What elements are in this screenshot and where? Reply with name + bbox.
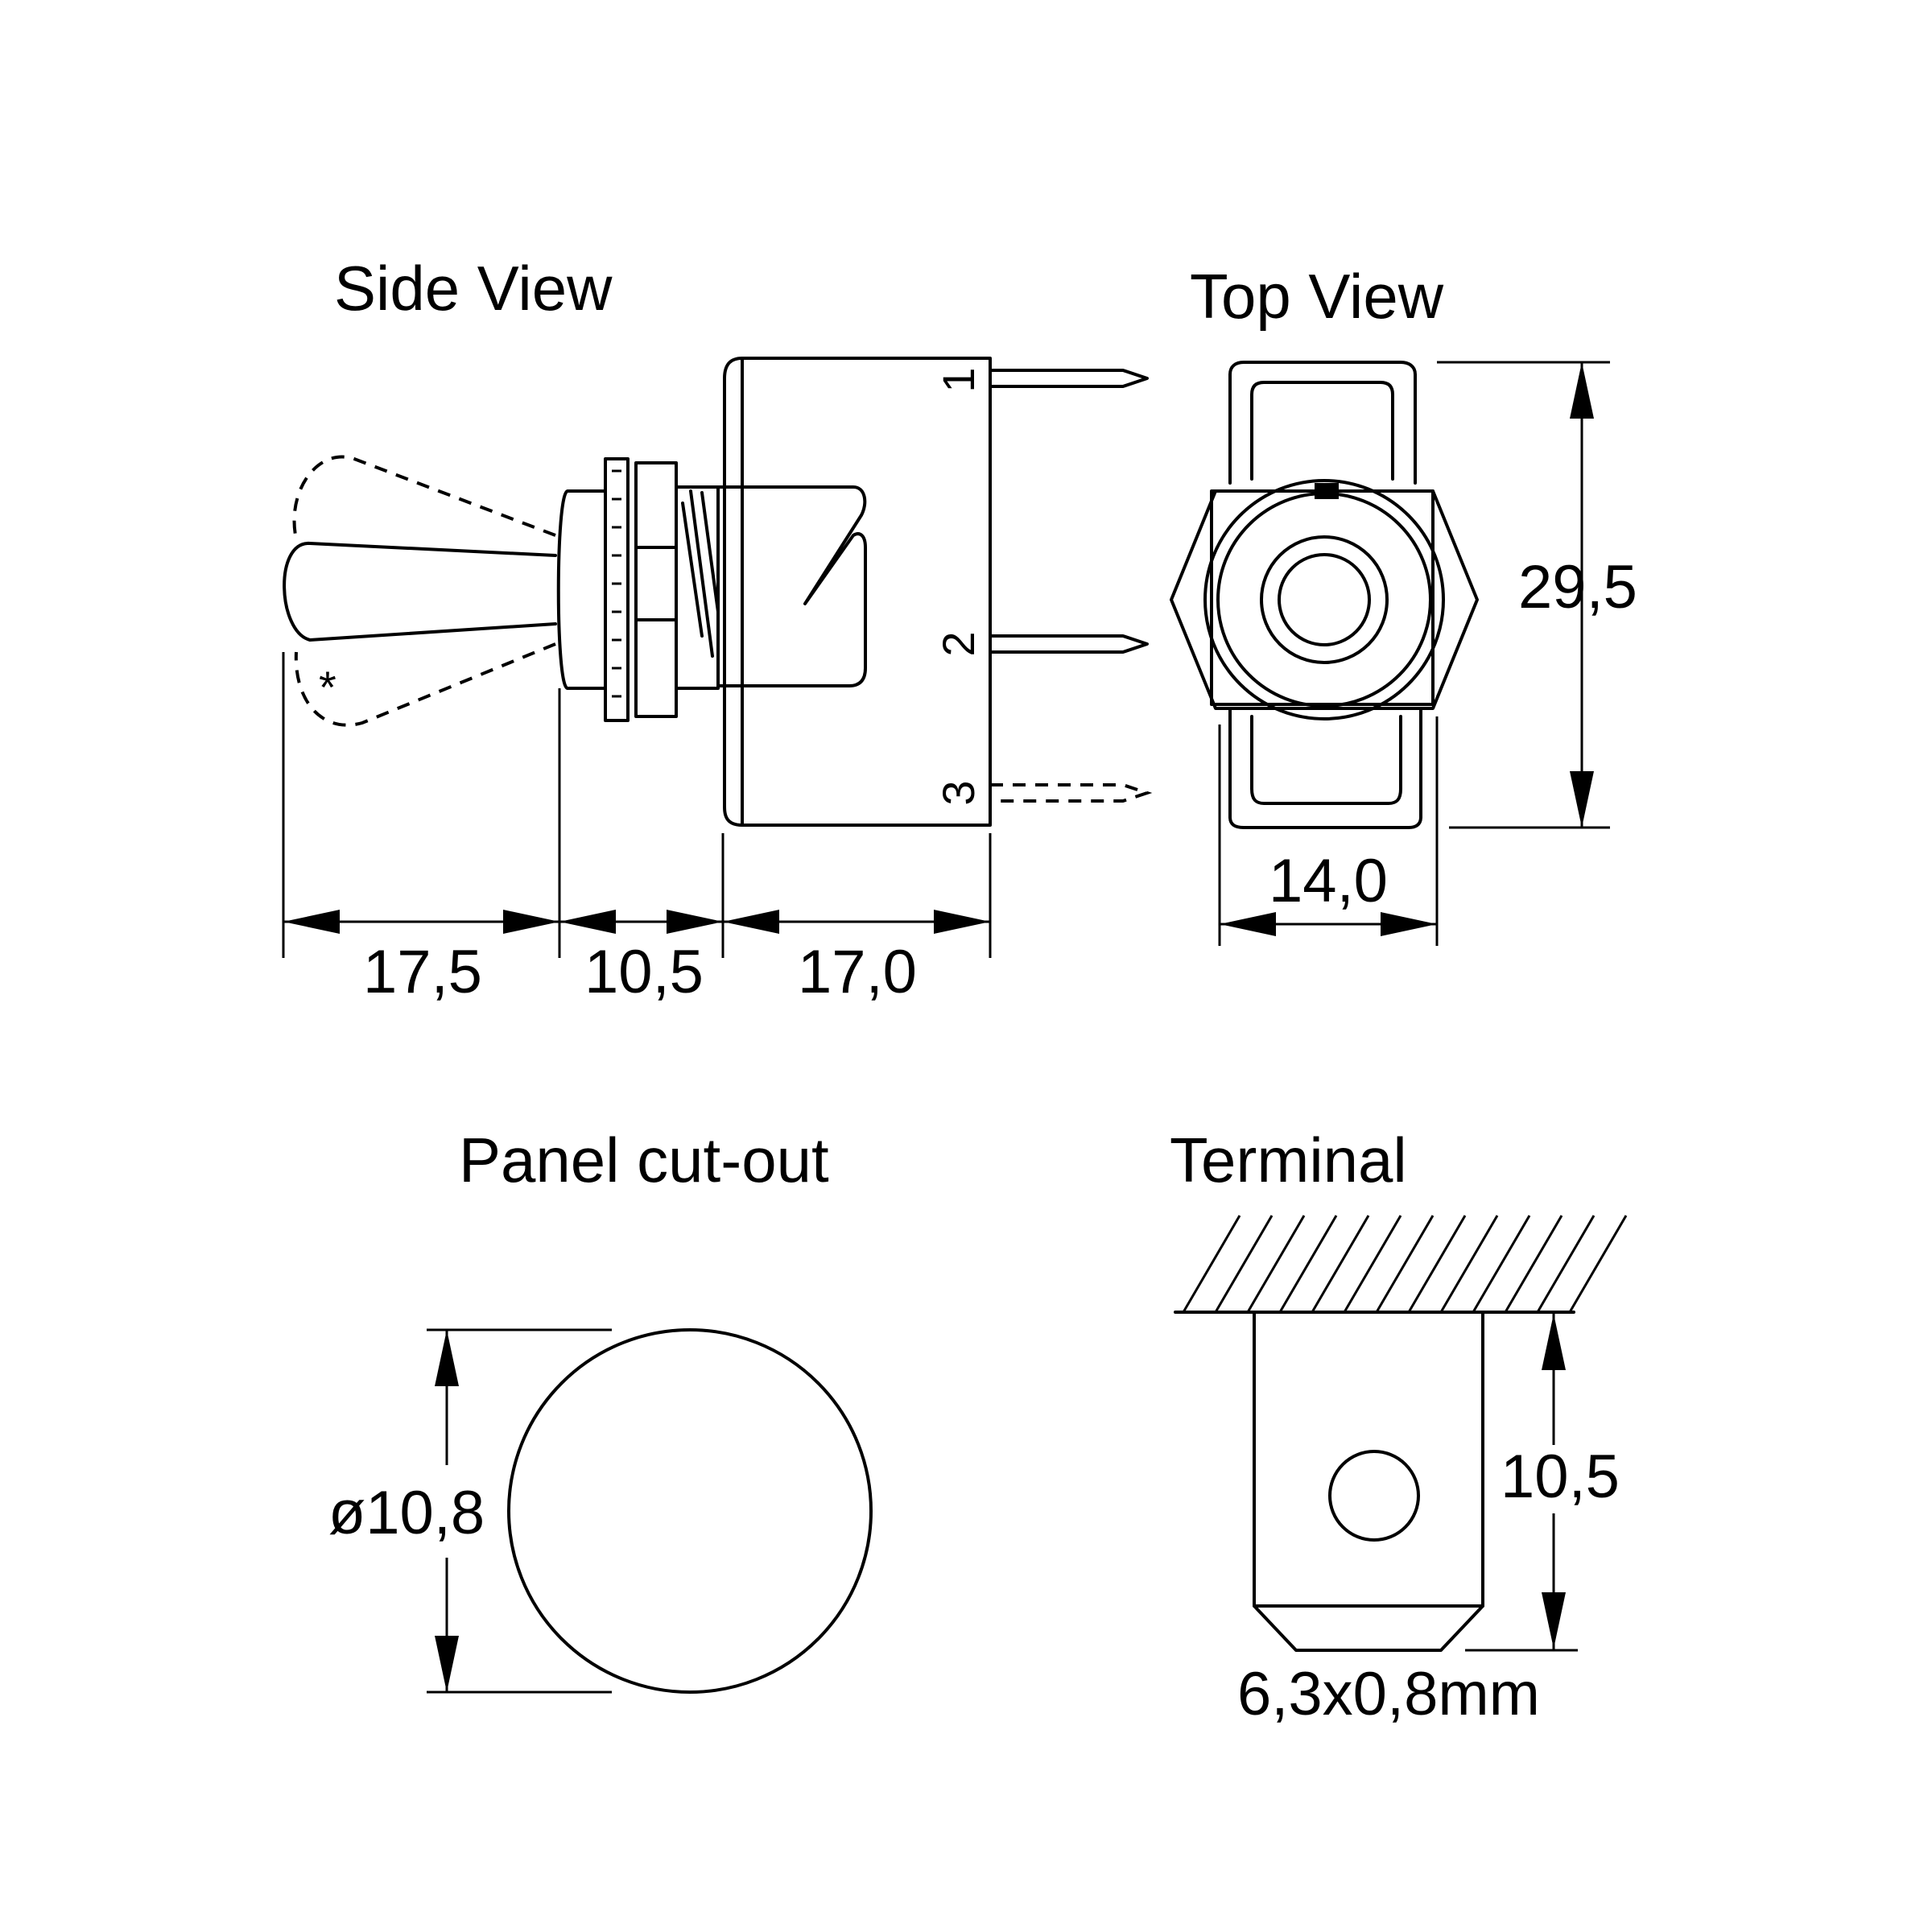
terminal-1 — [989, 369, 1149, 388]
hatched-base — [1174, 1215, 1628, 1314]
top-view: Top View 29,5 14,0 — [1170, 261, 1637, 946]
dim-body-length: 17,0 — [798, 938, 917, 1006]
dim-terminal-size: 6,3x0,8mm — [1237, 1660, 1540, 1728]
terminal-blade — [1253, 1311, 1484, 1652]
pin-label-2: 2 — [933, 631, 984, 656]
hex-nut — [1170, 489, 1479, 710]
panel-cutout-view: Panel cut-out ø10,8 — [328, 1125, 873, 1694]
pin-label-1: 1 — [933, 367, 984, 392]
terminal-2 — [989, 634, 1149, 654]
pin-label-3: 3 — [933, 780, 984, 805]
dim-terminal-length: 10,5 — [1501, 1443, 1620, 1511]
dim-top-height: 29,5 — [1518, 553, 1637, 621]
terminal-title: Terminal — [1170, 1125, 1407, 1195]
terminal-hole — [1328, 1450, 1420, 1542]
top-dimensions: 29,5 14,0 — [1218, 361, 1637, 946]
toggle-lever — [283, 541, 557, 642]
dim-handle-length: 17,5 — [363, 938, 482, 1006]
cutout-circle — [507, 1328, 873, 1694]
bushing-outer-ring — [1203, 479, 1445, 720]
key-notch — [1315, 483, 1339, 499]
side-view-title: Side View — [334, 253, 613, 324]
switch-body — [716, 357, 992, 827]
top-body-lower — [1228, 707, 1422, 829]
terminal-view: Terminal 10,5 6,3x0,8mm — [1170, 1125, 1628, 1728]
top-body-upper — [1228, 361, 1417, 485]
lever-tip — [1278, 553, 1371, 646]
dim-bushing-length: 10,5 — [584, 938, 704, 1006]
bushing-inner-ring — [1260, 535, 1389, 664]
dim-top-width: 14,0 — [1269, 847, 1388, 915]
dim-cutout-diameter: ø10,8 — [328, 1479, 485, 1547]
toggle-lever-down-alt — [294, 642, 556, 727]
toggle-lever-up-alt — [292, 455, 556, 540]
side-dimensions: 17,5 10,5 17,0 — [282, 652, 992, 1006]
panel-cutout-title: Panel cut-out — [459, 1125, 829, 1195]
threaded-bushing — [556, 457, 720, 722]
mounting-clip — [716, 485, 867, 687]
terminal-3-optional — [990, 783, 1153, 803]
alt-position-marker: * — [319, 662, 336, 712]
side-view: Side View * — [282, 253, 1153, 1006]
side-terminals: 1 2 3 — [933, 367, 1153, 806]
top-view-title: Top View — [1190, 261, 1444, 332]
